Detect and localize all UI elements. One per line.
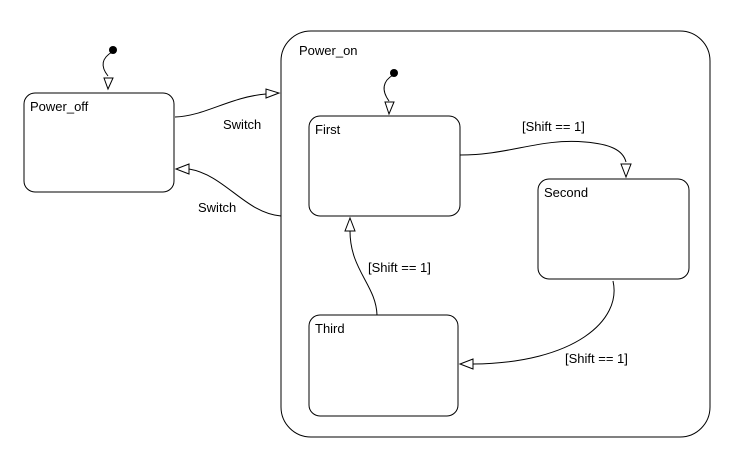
transition-third-to-first[interactable]: [Shift == 1] bbox=[344, 216, 431, 316]
state-power-off[interactable] bbox=[23, 92, 175, 193]
label-first-to-second: [Shift == 1] bbox=[522, 119, 585, 134]
arrowhead-third-to-first bbox=[344, 216, 356, 232]
transition-second-to-third[interactable]: [Shift == 1] bbox=[458, 280, 628, 370]
state-label-second: Second bbox=[544, 185, 588, 200]
transition-off-to-on[interactable]: Switch bbox=[174, 88, 281, 132]
state-third[interactable] bbox=[308, 314, 459, 417]
label-third-to-first: [Shift == 1] bbox=[368, 260, 431, 275]
state-second[interactable] bbox=[537, 178, 690, 280]
arrowhead-default-inner bbox=[384, 101, 395, 116]
arrowhead-default-outer bbox=[103, 77, 114, 91]
arrowhead-first-to-second bbox=[620, 163, 632, 179]
state-first[interactable] bbox=[308, 115, 461, 217]
default-transition-power-off bbox=[102, 46, 117, 91]
label-off-to-on: Switch bbox=[223, 117, 261, 132]
state-label-first: First bbox=[315, 122, 341, 137]
initial-dot-outer bbox=[109, 46, 117, 54]
arrowhead-on-to-off bbox=[174, 163, 190, 175]
transition-on-to-off[interactable]: Switch bbox=[174, 163, 282, 217]
state-label-power-on: Power_on bbox=[299, 43, 358, 58]
state-label-third: Third bbox=[315, 321, 345, 336]
state-label-power-off: Power_off bbox=[30, 99, 89, 114]
transition-first-to-second[interactable]: [Shift == 1] bbox=[459, 119, 632, 179]
default-transition-first bbox=[383, 69, 398, 116]
arrowhead-off-to-on bbox=[265, 88, 281, 99]
arrowhead-second-to-third bbox=[458, 358, 474, 370]
label-second-to-third: [Shift == 1] bbox=[565, 351, 628, 366]
label-on-to-off: Switch bbox=[198, 200, 236, 215]
initial-dot-inner bbox=[390, 69, 398, 77]
